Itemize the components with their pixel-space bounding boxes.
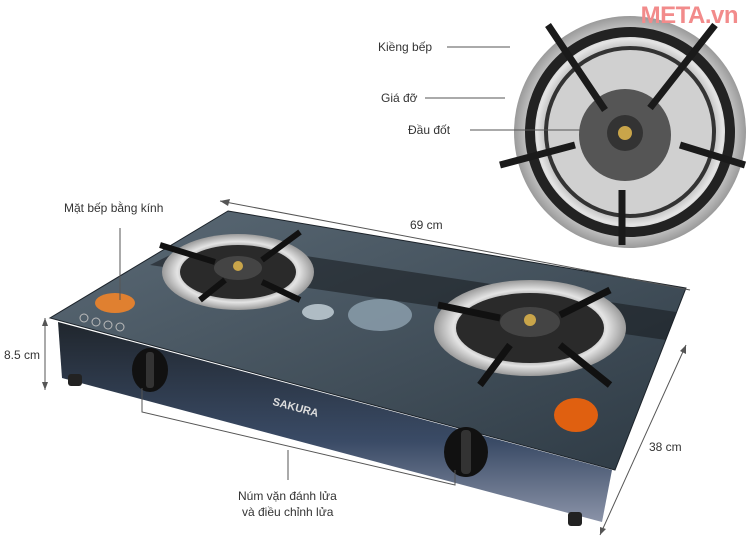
foot [568,512,582,526]
label-dau-dot: Đầu đốt [408,123,451,137]
label-width: 69 cm [410,218,443,232]
watermark-logo: META.vn [640,2,739,29]
label-gia-do: Giá đỡ [381,91,418,105]
callout-lines [44,46,691,536]
label-kieng-bep: Kiềng bếp [378,40,433,54]
left-knob [132,348,168,392]
label-knob-line1: Núm vặn đánh lửa [238,489,337,503]
logo-sticker [95,293,135,313]
teapot-decoration [348,299,412,331]
label-glass-top: Mặt bếp bằng kính [64,201,164,215]
iso-badge [554,398,598,432]
foot [68,374,82,386]
right-burner [434,280,626,388]
right-knob [444,427,488,477]
label-knob-line2: và điều chỉnh lửa [242,505,334,519]
label-depth: 38 cm [649,440,682,454]
burner-detail-photo [499,16,747,248]
label-height: 8.5 cm [4,348,41,362]
left-burner [159,229,314,310]
